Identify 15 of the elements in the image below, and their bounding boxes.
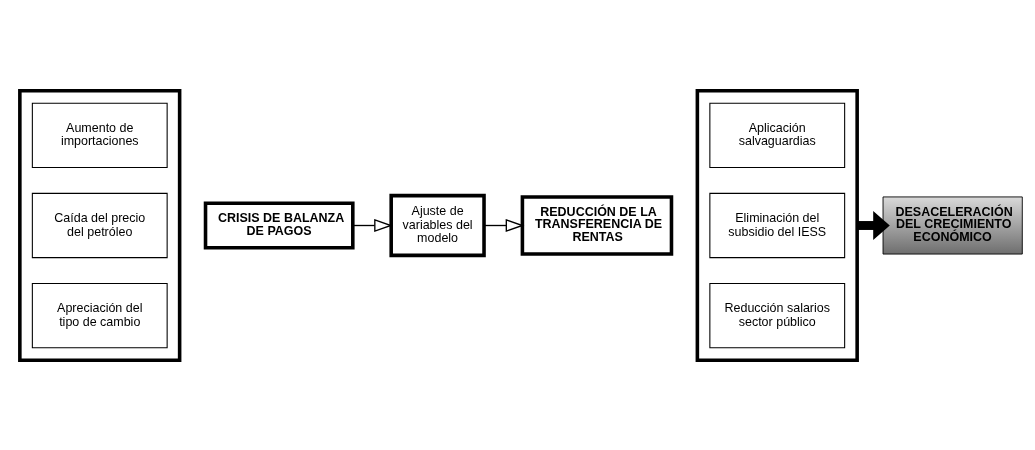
node-box: Aplicación salvaguardias — [709, 102, 846, 168]
arrow — [857, 210, 890, 240]
node-box: Reducción salarios sector público — [709, 282, 846, 348]
node-box: Eliminación del subsidio del IESS — [709, 192, 846, 258]
arrow — [352, 218, 393, 232]
node-box: CRISIS DE BALANZA DE PAGOS — [203, 200, 355, 250]
node-box: DESACELERACIÓN DEL CRECIMIENTO ECONÓMICO — [882, 196, 1023, 254]
node-box: Ajuste de variables del modelo — [389, 193, 486, 257]
arrow — [483, 218, 525, 232]
node-box: REDUCCIÓN DE LA TRANSFERENCIA DE RENTAS — [520, 194, 674, 256]
node-box: Apreciación del tipo de cambio — [31, 282, 168, 348]
node-box: Aumento de importaciones — [31, 102, 168, 168]
cluster — [18, 88, 182, 362]
node-box: Caída del precio del petróleo — [31, 192, 168, 258]
cluster — [695, 88, 859, 362]
